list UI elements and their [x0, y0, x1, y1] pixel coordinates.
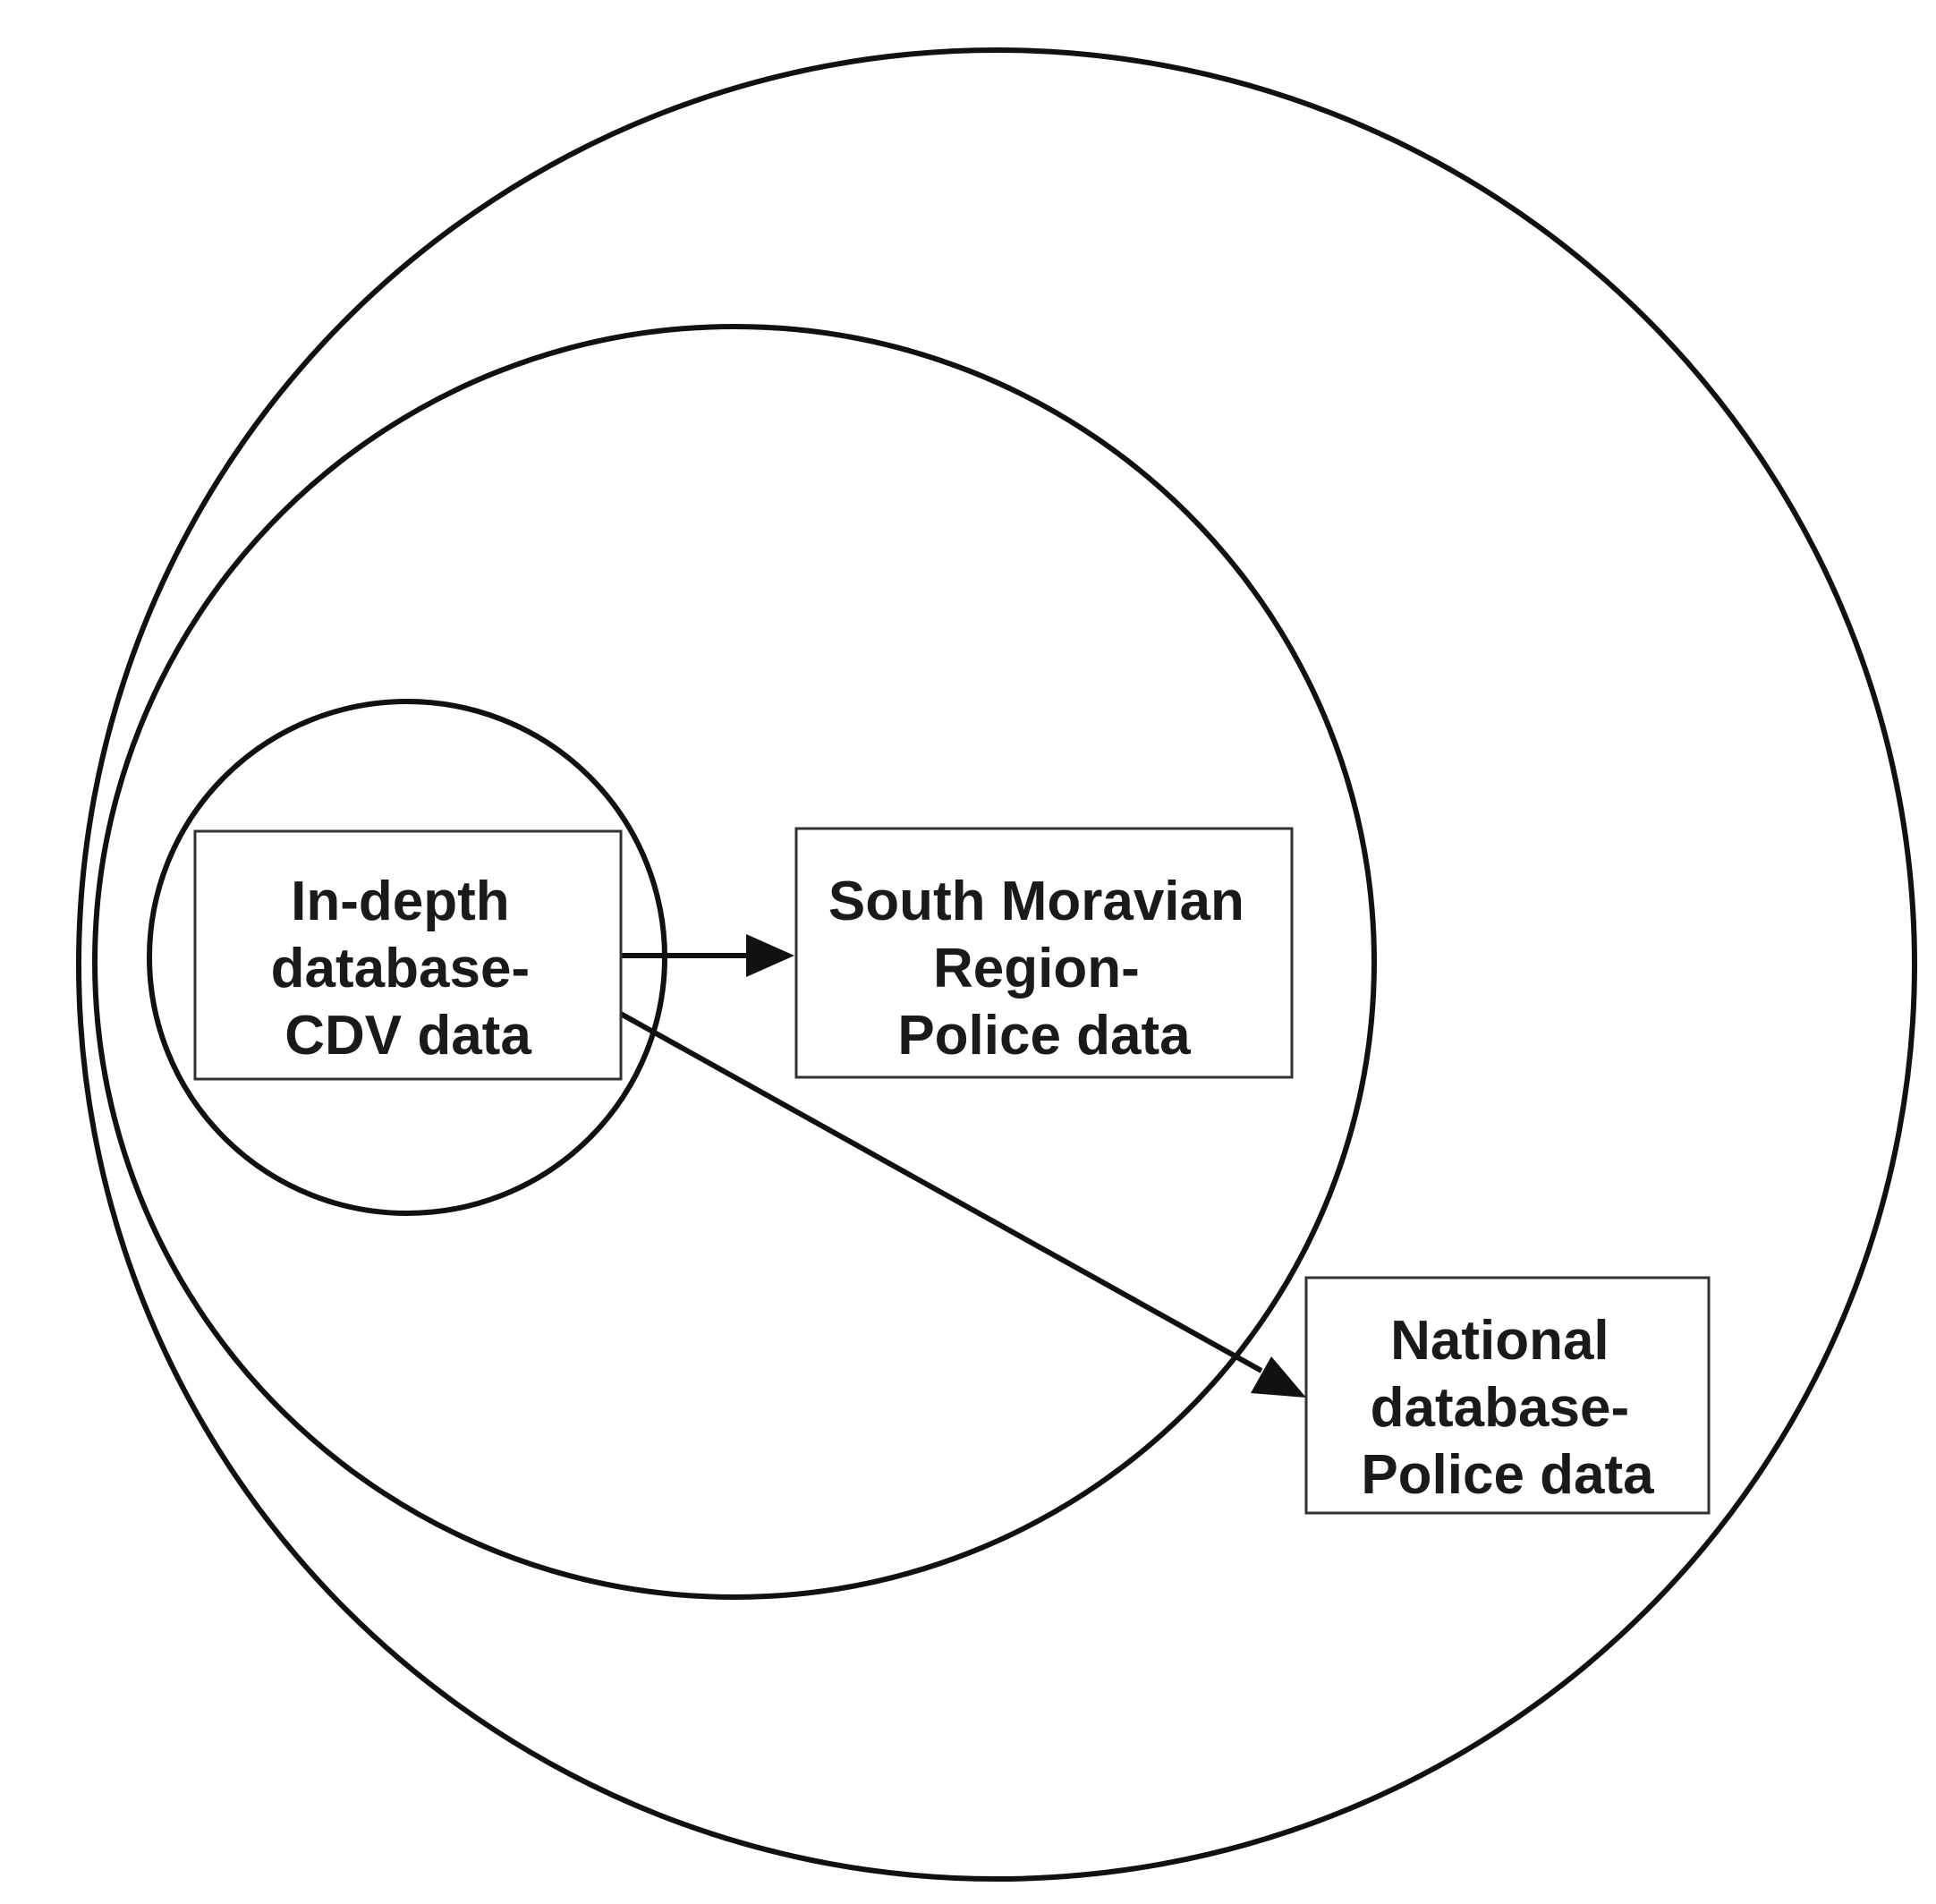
regional-scope-circle [92, 324, 1377, 1600]
national-scope-circle [76, 47, 1917, 1882]
national-database-box: National database- Police data [1304, 1276, 1711, 1515]
national-database-label: National database- Police data [1361, 1310, 1654, 1506]
south-moravian-region-box-border [794, 827, 1294, 1079]
in-depth-label-line-1: In-depth [291, 871, 510, 932]
national-database-box-border [1304, 1276, 1711, 1515]
south-moravian-region-label: South Moravian Region- Police data [828, 871, 1260, 1067]
national-label-line-3: Police data [1361, 1444, 1654, 1506]
national-label-line-2: database- [1371, 1377, 1629, 1439]
in-depth-label-line-2: database- [271, 938, 530, 999]
in-depth-database-box-border [193, 829, 623, 1081]
in-depth-database-label: In-depth database- CDV data [271, 871, 546, 1067]
arrow-to-regional-head [746, 934, 794, 977]
in-depth-label-line-3: CDV data [284, 1005, 531, 1067]
in-depth-database-box: In-depth database- CDV data [193, 829, 623, 1081]
south-moravian-region-box: South Moravian Region- Police data [794, 827, 1294, 1079]
arrow-to-national-head [1251, 1356, 1306, 1398]
south-moravian-label-line-2: Region- [933, 938, 1140, 999]
arrow-to-national-line [617, 1010, 1263, 1373]
south-moravian-label-line-1: South Moravian [828, 871, 1244, 932]
national-label-line-1: National [1390, 1310, 1609, 1372]
south-moravian-label-line-3: Police data [897, 1005, 1191, 1067]
